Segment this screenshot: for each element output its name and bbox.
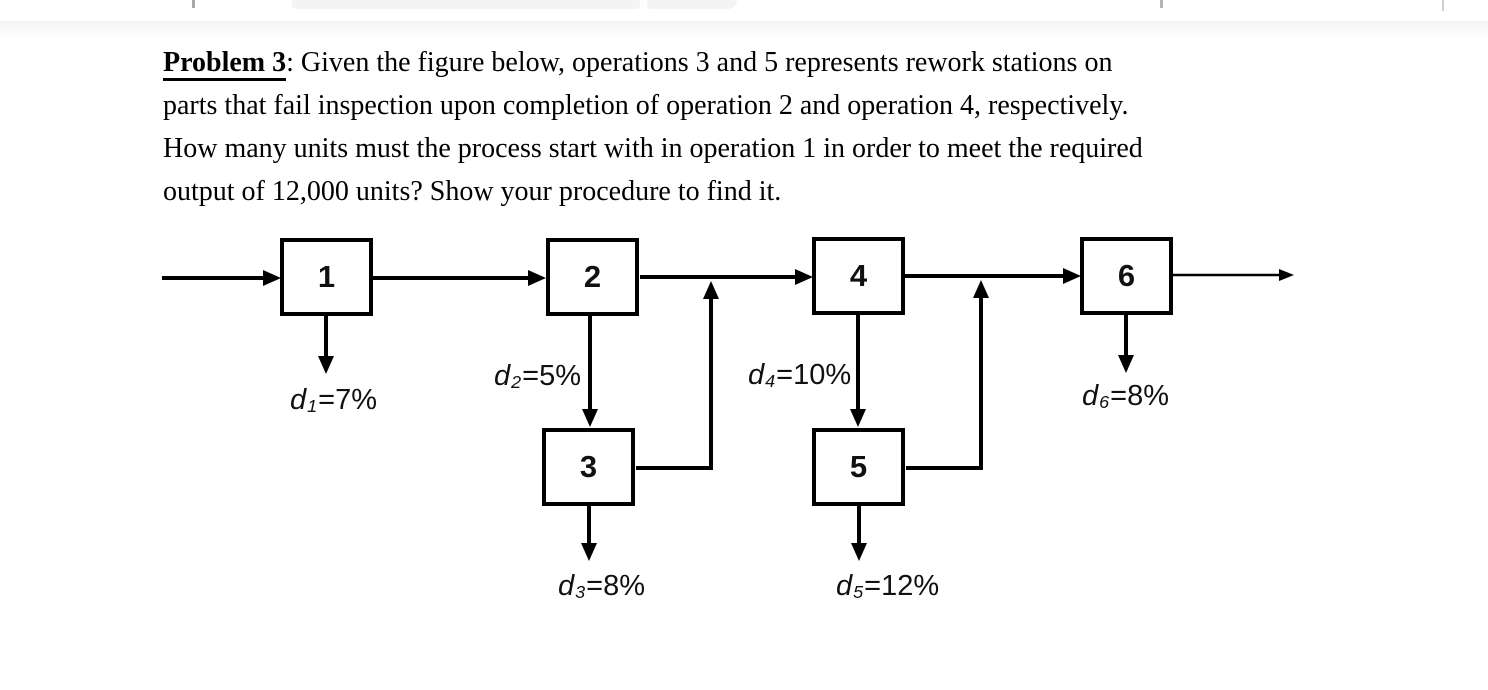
problem-statement: Problem 3: Given the figure below, opera… — [163, 41, 1343, 213]
station-label-1: 1 — [317, 259, 336, 294]
problem-statement-line-4: output of 12,000 units? Show your proced… — [163, 176, 782, 207]
station-label-6: 6 — [1117, 258, 1136, 293]
defect-var: d — [494, 360, 511, 392]
station-box-6: 6 — [1080, 237, 1173, 315]
arrow-station-5-return — [906, 280, 989, 470]
arrow-output-from-station-6 — [1173, 269, 1294, 281]
defect-label-d5: d5=12% — [836, 570, 939, 603]
arrow-input-to-station-1 — [162, 270, 281, 286]
defect-var: d — [558, 570, 575, 602]
defect-label-d2: d2=5% — [494, 360, 581, 393]
toolbar-remnant-tab — [647, 0, 737, 9]
defect-subscript: 1 — [307, 396, 318, 417]
arrow-defect-station-1 — [318, 316, 334, 374]
defect-label-d6: d6=8% — [1082, 380, 1169, 413]
arrow-station-4-to-5 — [850, 314, 866, 427]
defect-subscript: 6 — [1099, 392, 1110, 413]
defect-var: d — [748, 359, 765, 391]
problem-line1-rest: : Given the figure below, operations 3 a… — [286, 47, 1113, 78]
defect-label-d1: d1=7% — [290, 384, 377, 417]
toolbar-shadow — [0, 21, 1488, 38]
arrow-defect-station-6 — [1118, 315, 1134, 373]
defect-value: =12% — [864, 570, 940, 602]
station-label-3: 3 — [579, 449, 598, 484]
defect-var: d — [1082, 380, 1099, 412]
arrow-defect-station-5 — [851, 506, 867, 561]
problem-statement-line-3: How many units must the process start wi… — [163, 133, 1143, 164]
arrow-station-2-to-4 — [640, 269, 813, 285]
defect-value: =8% — [1110, 380, 1169, 412]
defect-value: =7% — [318, 384, 377, 416]
defect-value: =10% — [776, 359, 852, 391]
defect-var: d — [290, 384, 307, 416]
arrow-station-4-to-6 — [905, 268, 1081, 284]
defect-label-d4: d4=10% — [748, 359, 851, 392]
defect-value: =5% — [522, 360, 581, 392]
defect-var: d — [836, 570, 853, 602]
station-box-4: 4 — [812, 237, 905, 315]
station-box-5: 5 — [812, 428, 905, 506]
station-label-2: 2 — [583, 259, 602, 294]
station-box-1: 1 — [280, 238, 373, 316]
defect-subscript: 2 — [511, 372, 522, 393]
arrow-station-1-to-2 — [373, 270, 546, 286]
problem-title: Problem 3 — [163, 47, 287, 81]
problem-statement-line-2: parts that fail inspection upon completi… — [163, 90, 1129, 121]
station-box-2: 2 — [546, 238, 639, 316]
defect-value: =8% — [586, 570, 645, 602]
problem-statement-line-1: Problem 3: Given the figure below, opera… — [163, 41, 1343, 84]
station-box-3: 3 — [542, 428, 635, 506]
defect-label-d3: d3=8% — [558, 570, 645, 603]
station-label-5: 5 — [849, 449, 868, 484]
arrow-defect-station-3 — [581, 506, 597, 561]
defect-subscript: 3 — [575, 582, 586, 603]
arrow-station-3-return — [636, 281, 719, 470]
toolbar-remnant-tick — [1160, 0, 1163, 8]
defect-subscript: 4 — [765, 371, 776, 392]
defect-subscript: 5 — [853, 582, 864, 603]
toolbar-remnant-tab — [292, 0, 640, 9]
station-label-4: 4 — [849, 258, 868, 293]
arrow-station-2-to-3 — [582, 316, 598, 427]
toolbar-remnant-tick — [192, 0, 195, 8]
toolbar-remnant-tick — [1442, 0, 1444, 11]
